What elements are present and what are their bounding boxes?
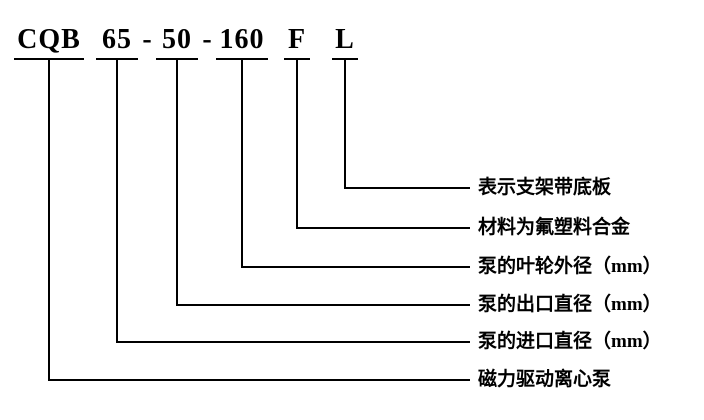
label-series: 磁力驱动离心泵 [478, 369, 612, 390]
connector-line-inlet [116, 60, 470, 343]
code-segment-series: CQB [14, 22, 84, 60]
label-inlet: 泵的进口直径（mm） [478, 331, 662, 352]
code-segment-inlet: 65 [96, 22, 138, 60]
label-material: 材料为氟塑料合金 [478, 217, 631, 238]
code-separator: - [142, 24, 152, 55]
code-segment-impeller: 160 [216, 22, 268, 60]
connector-line-bracket [344, 60, 470, 189]
label-outlet: 泵的出口直径（mm） [478, 294, 662, 315]
label-impeller: 泵的叶轮外径（mm） [478, 256, 662, 277]
code-segment-outlet: 50 [156, 22, 198, 60]
label-bracket: 表示支架带底板 [478, 177, 612, 198]
code-segment-material: F [284, 22, 310, 60]
connector-line-outlet [176, 60, 470, 306]
code-segment-bracket: L [332, 22, 358, 60]
connector-line-material [296, 60, 470, 229]
connector-line-impeller [241, 60, 470, 268]
connector-line-series [48, 60, 470, 381]
code-separator: - [202, 24, 212, 55]
